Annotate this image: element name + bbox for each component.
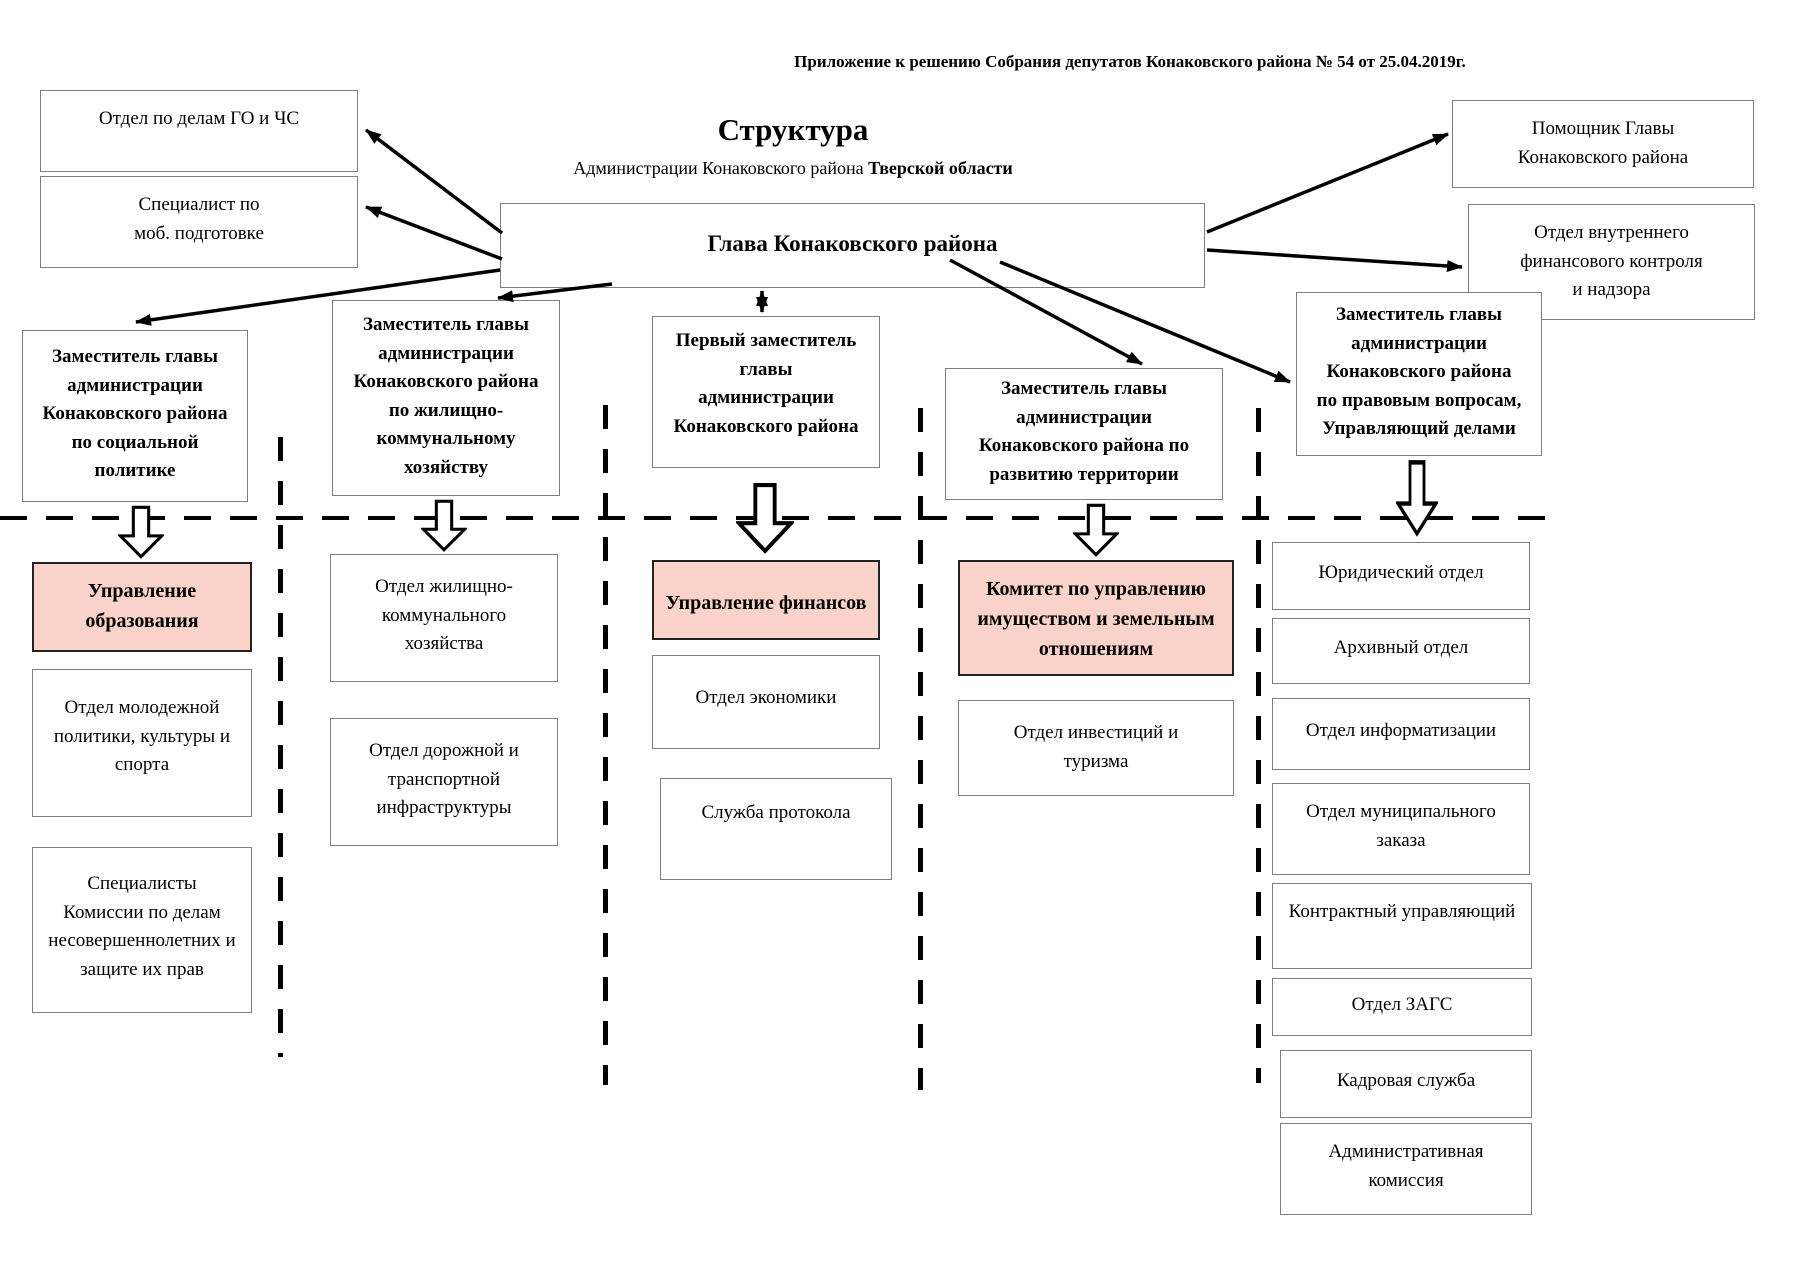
dept-municipal-order: Отдел муниципального заказа [1272,783,1530,875]
down-block-arrow-icon [736,483,794,554]
subtitle-region: Тверской области [868,158,1013,178]
deputy-territory-development: Заместитель главы администрации Конаковс… [945,368,1223,500]
dept-economics: Отдел экономики [652,655,880,749]
vertical-dashed-divider-4 [1256,408,1261,1083]
arrow-head-to-financial-control [1206,248,1463,272]
down-block-arrow-icon [1396,460,1438,537]
down-block-arrow-icon [421,499,467,552]
page-title: Структура [717,112,869,147]
dept-contract-manager: Контрактный управляющий [1272,883,1532,969]
deputy-social-policy: Заместитель главы администрации Конаковс… [22,330,248,502]
arrow-head-to-mobilization [365,205,503,261]
arrow-head-to-assistant [1206,132,1449,234]
dept-zags: Отдел ЗАГС [1272,978,1532,1036]
dept-protocol-service: Служба протокола [660,778,892,880]
subtitle-text: Администрации Конаковского района [573,158,864,178]
unit-mobilization-specialist: Специалист по моб. подготовке [40,176,358,268]
dept-administrative-commission: Административная комиссия [1280,1123,1532,1215]
unit-head-assistant: Помощник Главы Конаковского района [1452,100,1754,188]
vertical-dashed-divider-1 [278,437,283,1057]
dept-road-transport-infrastructure: Отдел дорожной и транспортной инфраструк… [330,718,558,846]
unit-civil-defense: Отдел по делам ГО и ЧС [40,90,358,172]
head-of-district-box: Глава Конаковского района [500,203,1205,288]
dept-minors-commission-specialists: Специалисты Комиссии по делам несовершен… [32,847,252,1013]
deputy-housing-utilities: Заместитель главы администрации Конаковс… [332,300,560,496]
vertical-dashed-divider-3 [918,408,923,1090]
appendix-note: Приложение к решению Собрания депутатов … [794,52,1466,71]
page-subtitle: Администрации Конаковского района Тверск… [493,158,1093,179]
down-block-arrow-icon [118,505,164,559]
dept-education-department: Управление образования [32,562,252,652]
deputy-first: Первый заместитель главы администрации К… [652,316,880,468]
arrow-head-to-civil-defense [364,128,504,235]
dept-investments-tourism: Отдел инвестиций и туризма [958,700,1234,796]
dept-property-land-committee: Комитет по управлению имуществом и земел… [958,560,1234,676]
dept-youth-culture-sport: Отдел молодежной политики, культуры и сп… [32,669,252,817]
dept-informatization: Отдел информатизации [1272,698,1530,770]
dept-housing-utilities: Отдел жилищно- коммунального хозяйства [330,554,558,682]
down-block-arrow-icon [1073,503,1119,557]
dept-archive: Архивный отдел [1272,618,1530,684]
dept-finance-department: Управление финансов [652,560,880,640]
deputy-legal-affairs: Заместитель главы администрации Конаковс… [1296,292,1542,456]
dept-hr-service: Кадровая служба [1280,1050,1532,1118]
dept-legal: Юридический отдел [1272,542,1530,610]
vertical-dashed-divider-2 [603,405,608,1085]
